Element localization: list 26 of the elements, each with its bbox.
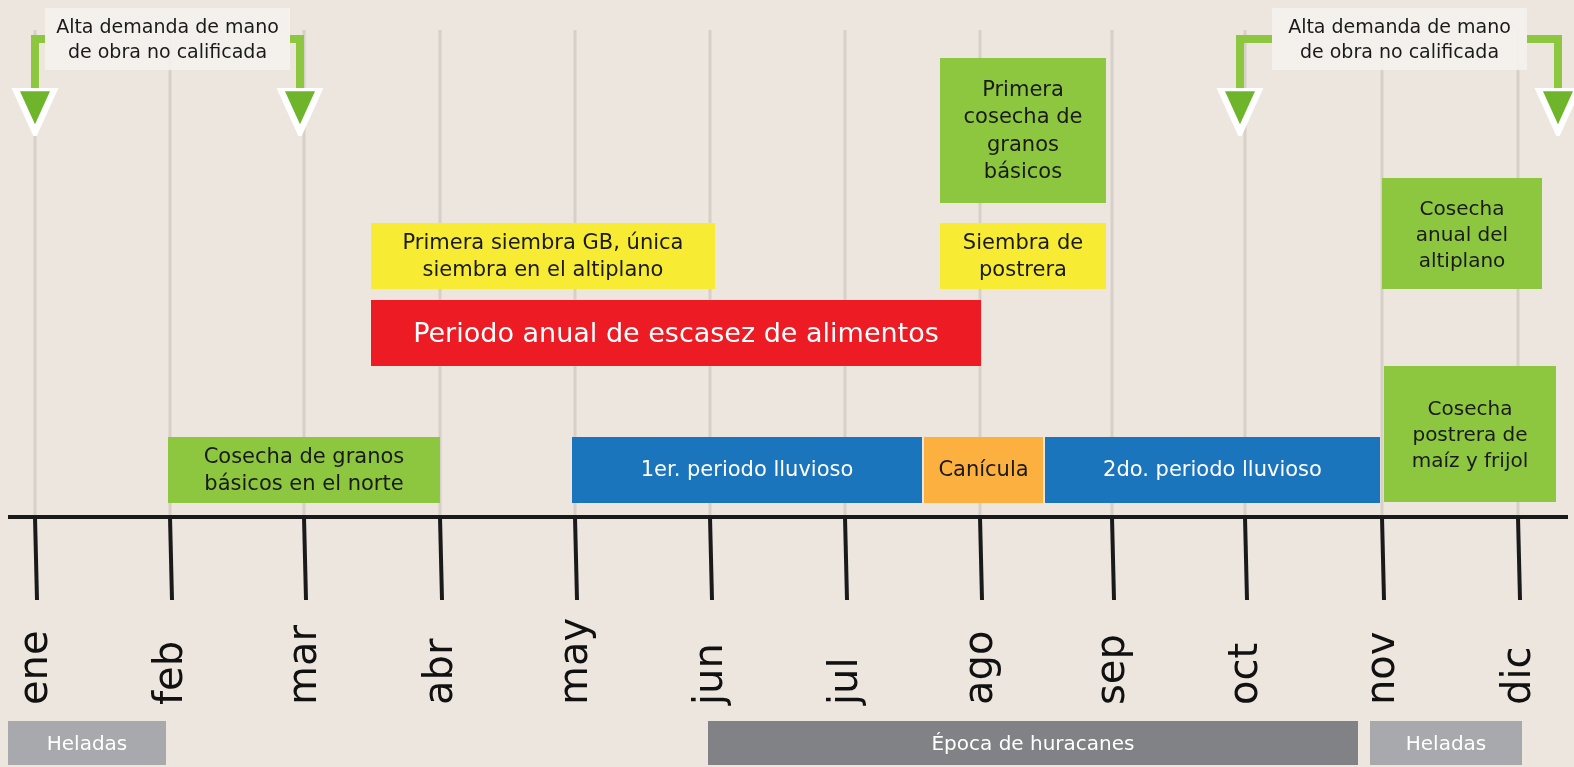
month-label: nov	[1360, 631, 1400, 705]
month-label: oct	[1223, 642, 1263, 705]
demand-note: Alta demanda de mano de obra no calificada	[1272, 8, 1527, 70]
frost-bar: Heladas	[8, 721, 166, 765]
harvest-box: Cosecha postrera de maíz y frijol	[1384, 366, 1556, 502]
sowing-box: Siembra de postrera	[940, 223, 1106, 289]
harvest-box: Primera cosecha de granos básicos	[940, 58, 1106, 203]
arrow	[276, 35, 324, 136]
frost-bar: Heladas	[1370, 721, 1522, 765]
month-label: mar	[282, 625, 322, 705]
month-label: feb	[148, 640, 188, 705]
sowing-box: Primera siembra GB, única siembra en el altiplano	[371, 223, 715, 289]
hurricane-season-bar: Época de huracanes	[708, 721, 1358, 765]
arrow	[1216, 35, 1272, 136]
rainy-season-bar: 1er. periodo lluvioso	[572, 437, 922, 503]
rainy-season-bar: 2do. periodo lluvioso	[1045, 437, 1380, 503]
arrow	[11, 35, 59, 136]
month-label: dic	[1496, 646, 1536, 705]
dry-spell-bar: Canícula	[924, 437, 1043, 503]
arrow	[1527, 35, 1574, 136]
harvest-box: Cosecha de granos básicos en el norte	[168, 437, 440, 503]
harvest-box: Cosecha anual del altiplano	[1382, 178, 1542, 289]
month-label: abr	[418, 638, 458, 705]
demand-note: Alta demanda de mano de obra no calificada	[45, 8, 290, 70]
month-label: ene	[13, 630, 53, 705]
food-shortage-bar: Periodo anual de escasez de alimentos	[371, 300, 981, 366]
